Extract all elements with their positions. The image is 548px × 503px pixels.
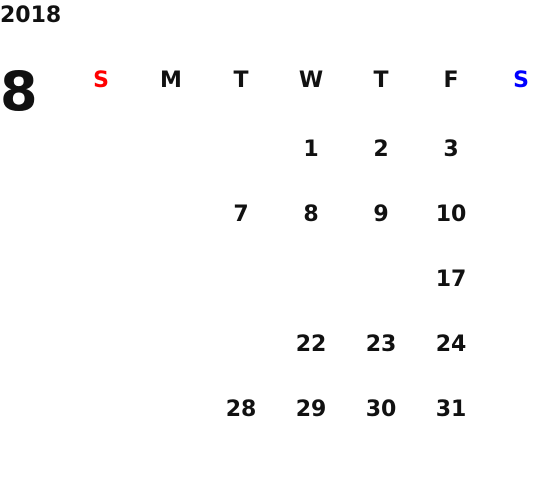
weekday-mon: M: [160, 68, 182, 93]
day-number: 9: [373, 202, 389, 227]
day-number: 21: [225, 332, 257, 357]
day-number: 14: [225, 267, 257, 292]
day-cell-29[interactable]: 29: [285, 385, 337, 435]
weekday-thu: T: [373, 68, 389, 93]
day-cell-15[interactable]: 15: [285, 255, 337, 305]
weekday-tue: T: [233, 68, 249, 93]
day-number: 12: [85, 267, 117, 292]
day-cell-23[interactable]: 23: [355, 320, 407, 370]
day-cell-16[interactable]: 16: [355, 255, 407, 305]
day-number: 3: [443, 137, 459, 162]
day-number: 27: [155, 397, 187, 422]
day-cell-13[interactable]: 13: [145, 255, 197, 305]
day-cell-31[interactable]: 31: [425, 385, 477, 435]
day-number: 13: [155, 267, 187, 292]
day-number: 17: [435, 267, 467, 292]
weekday-sat: S: [513, 68, 529, 93]
day-cell-20[interactable]: 20: [145, 320, 197, 370]
day-cell-30[interactable]: 30: [355, 385, 407, 435]
day-number: 4: [513, 137, 529, 162]
day-cell-19[interactable]: 19: [75, 319, 127, 371]
calendar-year: 2018: [0, 3, 62, 28]
day-number: 11: [505, 202, 537, 227]
day-number: 5: [93, 202, 109, 227]
weekday-sun: S: [93, 68, 109, 93]
day-number: 7: [233, 202, 249, 227]
day-number: 16: [365, 267, 397, 292]
day-cell-12[interactable]: 12: [75, 255, 127, 305]
day-number: 22: [295, 332, 327, 357]
day-cell-27[interactable]: 27: [145, 385, 197, 435]
day-cell-3[interactable]: 3: [425, 125, 477, 175]
day-number: 8: [303, 202, 319, 227]
day-cell-24[interactable]: 24: [425, 320, 477, 370]
day-cell-1[interactable]: 1: [285, 125, 337, 175]
day-cell-6[interactable]: 6: [145, 190, 197, 240]
weekday-wed: W: [298, 68, 324, 93]
day-cell-4[interactable]: 4: [495, 124, 547, 176]
day-number: 26: [85, 397, 117, 422]
day-number: 30: [365, 397, 397, 422]
day-cell-25[interactable]: 25: [495, 319, 547, 371]
day-cell-11[interactable]: 11: [495, 190, 547, 240]
day-cell-7[interactable]: 7: [215, 190, 267, 240]
day-number: 29: [295, 397, 327, 422]
day-number: 2: [373, 137, 389, 162]
calendar-month: 8: [0, 60, 38, 123]
day-number: 6: [163, 202, 179, 227]
day-cell-5[interactable]: 5: [75, 189, 127, 241]
day-number: 20: [155, 332, 187, 357]
day-number: 15: [295, 267, 327, 292]
day-number: 31: [435, 397, 467, 422]
day-number: 1: [303, 137, 319, 162]
day-cell-17[interactable]: 17: [425, 255, 477, 305]
day-cell-22[interactable]: 22: [285, 320, 337, 370]
day-number: 19: [85, 332, 117, 357]
day-cell-10[interactable]: 10: [425, 190, 477, 240]
day-number: 28: [225, 397, 257, 422]
day-number: 23: [365, 332, 397, 357]
day-cell-26[interactable]: 26: [75, 384, 127, 436]
day-cell-18[interactable]: 18: [495, 254, 547, 306]
day-cell-2[interactable]: 2: [355, 125, 407, 175]
day-cell-14[interactable]: 14: [215, 255, 267, 305]
day-cell-28[interactable]: 28: [215, 385, 267, 435]
day-number: 24: [435, 332, 467, 357]
day-cell-8[interactable]: 8: [285, 190, 337, 240]
day-cell-9[interactable]: 9: [355, 190, 407, 240]
day-cell-21[interactable]: 21: [215, 320, 267, 370]
day-number: 25: [505, 332, 537, 357]
day-number: 18: [505, 267, 537, 292]
weekday-fri: F: [443, 68, 459, 93]
day-number: 10: [435, 202, 467, 227]
